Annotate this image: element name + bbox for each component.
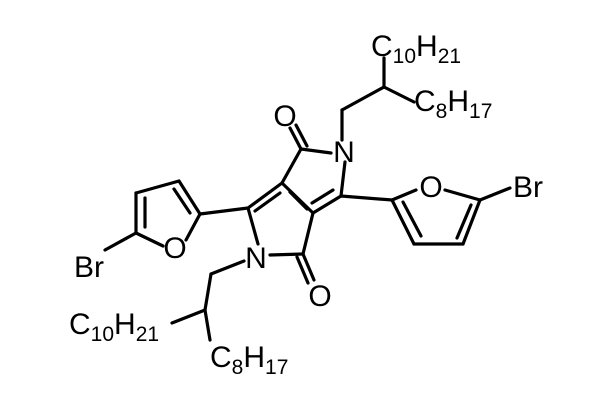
bond-top-co-2 [294, 123, 309, 148]
bond-bottom-carbonyl-core [301, 211, 315, 256]
bond-rfuran-c2-o [390, 188, 418, 202]
bond-core-fusion-inner [288, 190, 309, 211]
bond-top-ch-c8 [382, 85, 416, 104]
chain-top-octyl-label: C8H17 [414, 85, 492, 123]
oxygen-furan-right-label: O [419, 171, 442, 204]
bond-left-c-n [246, 206, 260, 246]
oxygen-carbonyl-bottom-label: O [308, 280, 331, 313]
bond-top-co-1 [288, 126, 303, 151]
bond-bottom-ch2-ch [203, 272, 213, 312]
oxygen-furan-left-label: O [163, 232, 186, 265]
bond-right-double [311, 194, 343, 215]
chain-labels: C10H21 C8H17 C10H21 C8H17 [69, 30, 492, 379]
oxygen-carbonyl-top-label: O [273, 100, 296, 133]
bond-bottom-co-2 [295, 255, 310, 285]
bond-bottom-n-carbonyl [268, 252, 305, 257]
bond-rfuran-br [478, 186, 512, 202]
atom-labels: O N N O O O Br Br [74, 100, 543, 313]
bond-rfuran-c5-c4-inner [455, 203, 473, 240]
chain-bottom-octyl-label: C8H17 [210, 341, 288, 379]
bond-lfuran-c2-c3 [177, 179, 202, 216]
bond-rfuran-c3-c2-inner [401, 200, 423, 238]
bond-bottom-ch-c10 [170, 308, 207, 325]
bond-rfuran-c5-c4 [461, 198, 482, 246]
bond-right-link [339, 194, 394, 202]
bond-lfuran-br [103, 231, 138, 252]
bond-rfuran-c3-c2 [390, 198, 416, 246]
bond-top-n-c [339, 160, 347, 198]
bromine-left-label: Br [74, 251, 104, 284]
bond-lfuran-c5-o [134, 231, 165, 248]
bond-top-ch2-ch [340, 85, 386, 112]
bond-top-carbonyl-n [299, 147, 333, 155]
bond-left-double [246, 181, 284, 210]
nitrogen-top-label: N [333, 136, 355, 169]
nitrogen-bottom-label: N [245, 242, 267, 275]
bond-left-double-inner [253, 191, 282, 213]
bond-bottom-co-1 [301, 252, 316, 282]
bond-top-carbonyl-left [280, 147, 303, 185]
chain-bottom-decyl-label: C10H21 [69, 308, 159, 346]
bromine-right-label: Br [513, 171, 543, 204]
bond-bottom-ch-c8 [203, 308, 212, 342]
bond-lfuran-o-c2 [184, 212, 202, 242]
bond-lfuran-c2-c3-inner [172, 187, 192, 215]
bond-rfuran-o-c5 [443, 188, 482, 202]
bond-bottom-n-ch2 [209, 259, 246, 276]
bond-right-double-inner [310, 188, 335, 205]
bond-left-link [198, 206, 250, 216]
chain-top-decyl-label: C10H21 [371, 30, 461, 68]
bond-lines [103, 56, 512, 342]
bond-lfuran-c3-c4 [134, 179, 181, 195]
